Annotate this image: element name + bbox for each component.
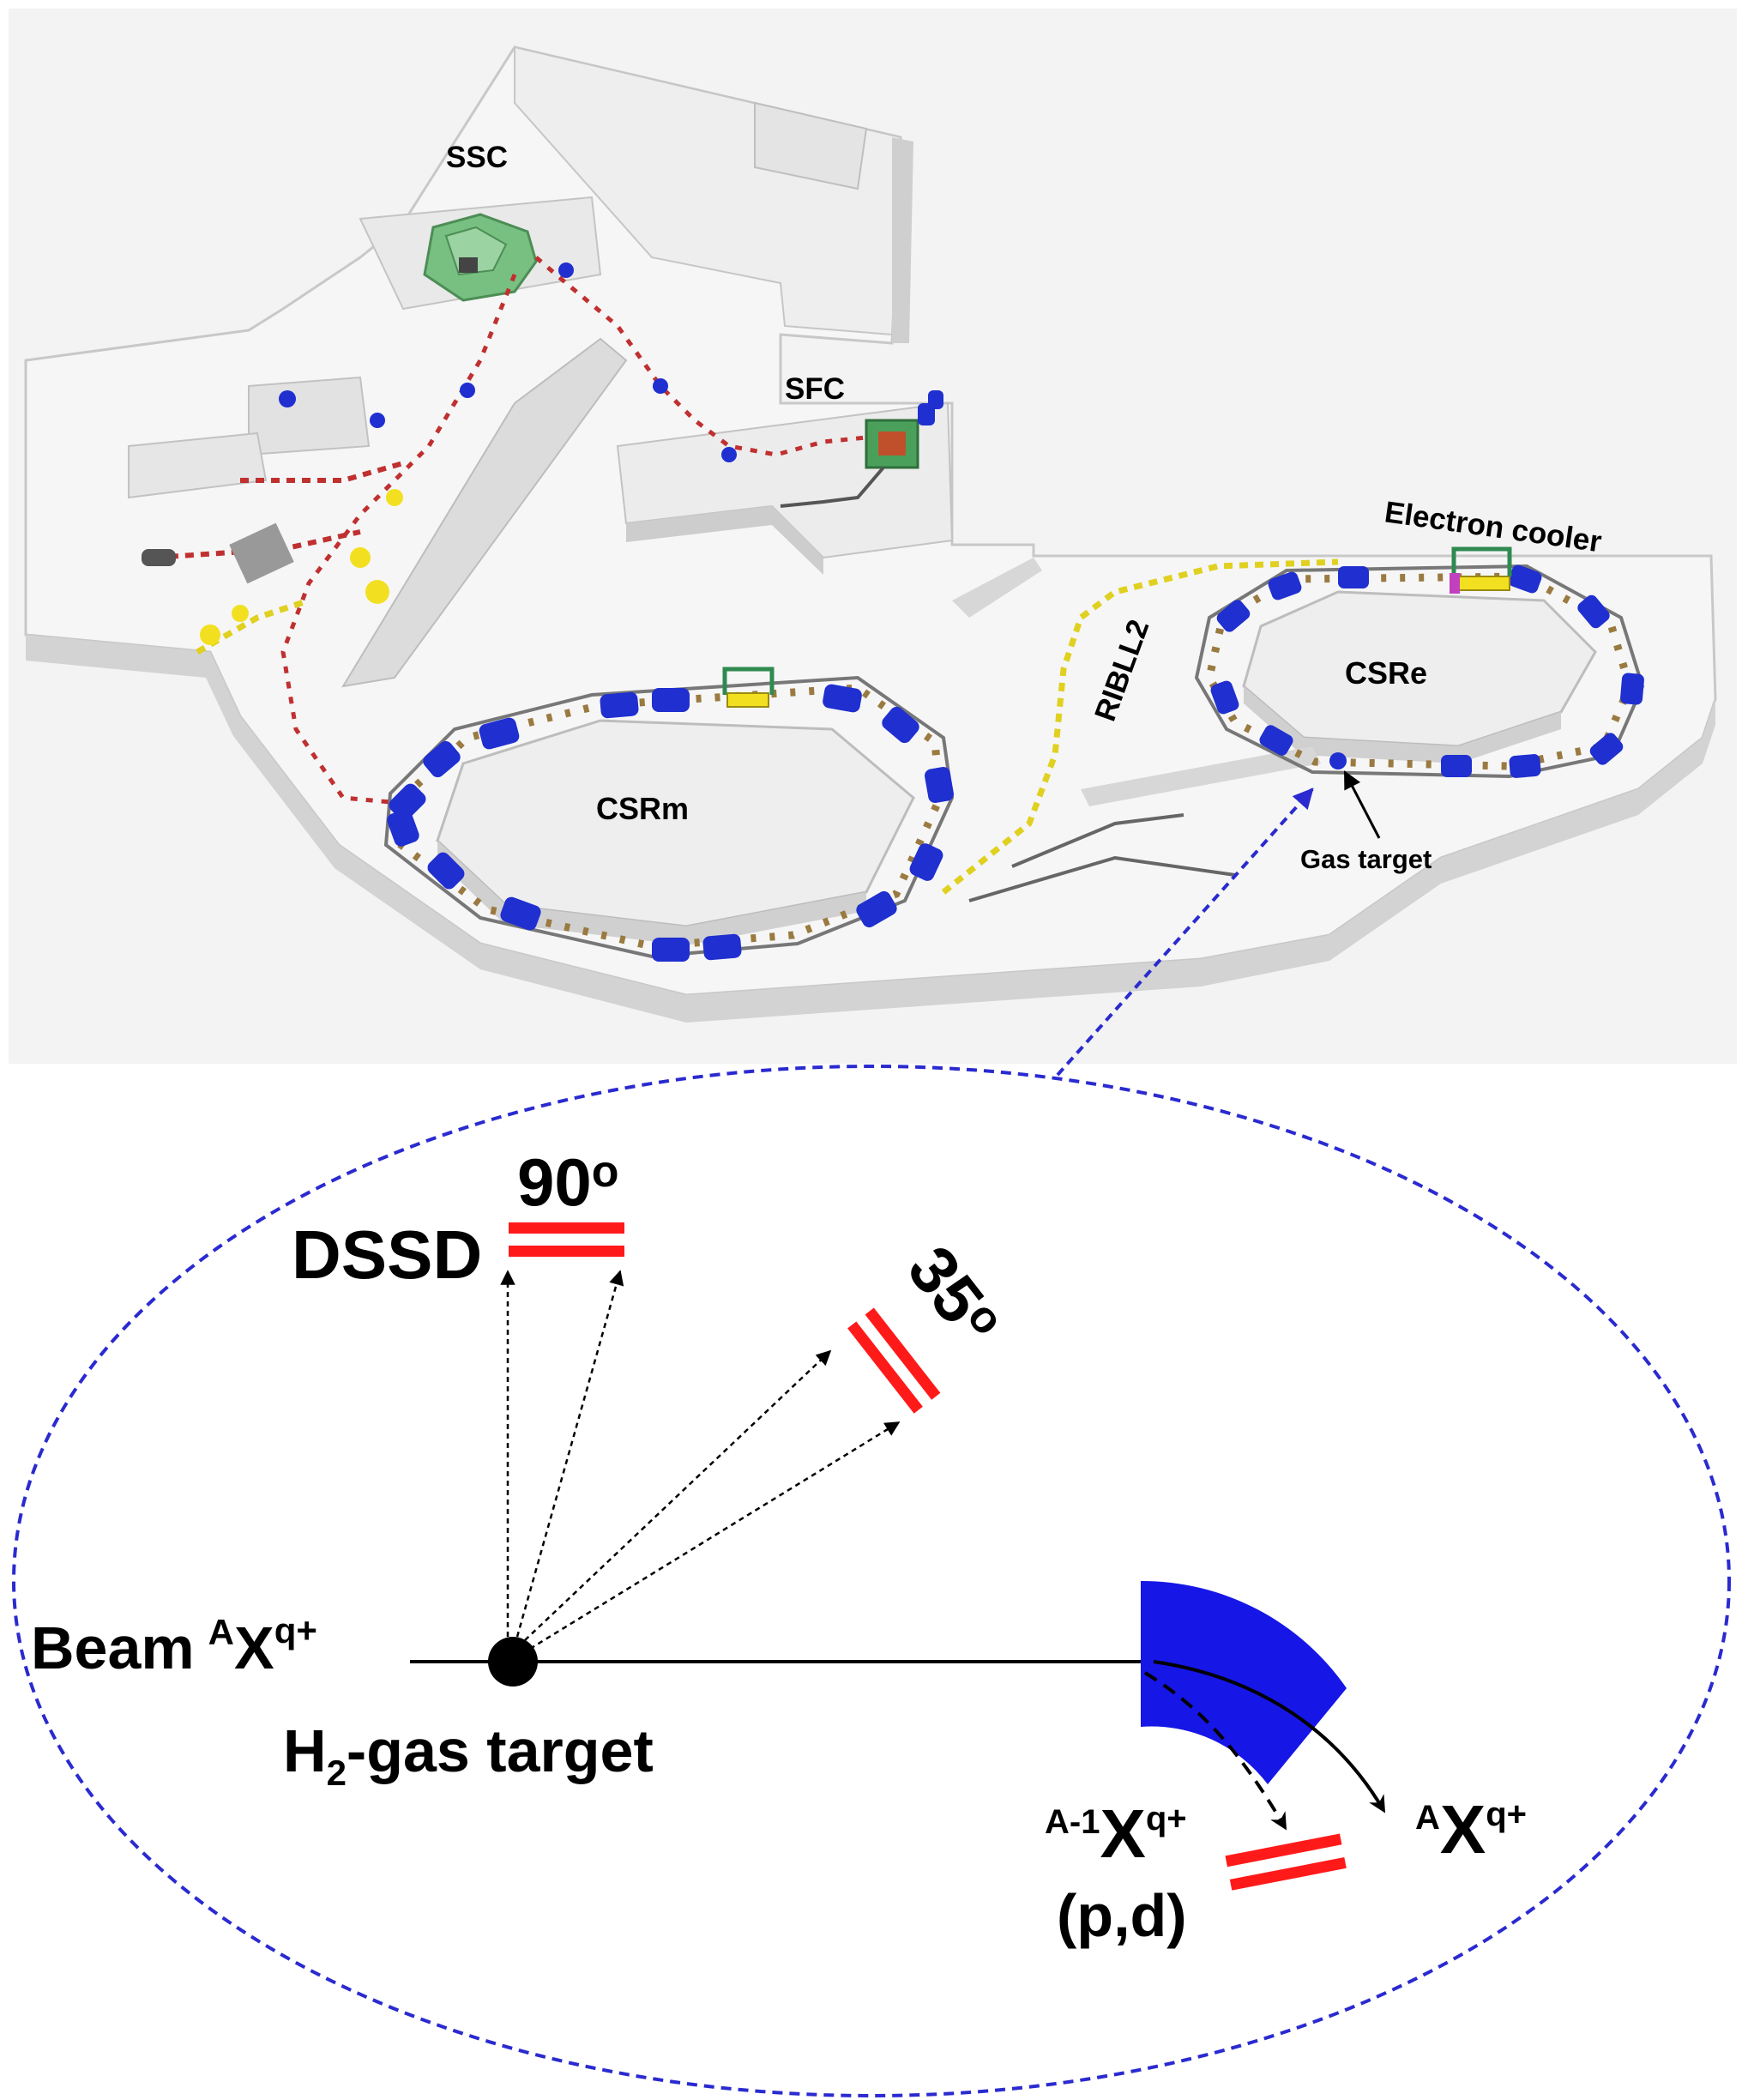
dssd-forward	[1225, 1833, 1347, 1891]
label-pd-reaction: (p,d)	[1057, 1882, 1187, 1949]
label-beam-ion-out: AXq+	[1415, 1791, 1527, 1868]
dssd-90	[509, 1222, 624, 1257]
sfc-cyclotron	[865, 390, 943, 469]
ssc-cyclotron	[423, 213, 538, 302]
left-room-2	[128, 431, 268, 499]
label-sfc: SFC	[785, 372, 845, 406]
csre-island-side	[1244, 686, 1561, 763]
corridor-wall	[341, 337, 628, 688]
label-angle-35: 35o	[894, 1232, 1016, 1359]
transfer-beamlines	[142, 256, 1339, 902]
label-dssd: DSSD	[292, 1216, 482, 1293]
gas-target-pointer	[1343, 770, 1381, 839]
zoom-connector	[1056, 788, 1314, 1077]
csrm-island-side	[437, 841, 866, 945]
ribll2-wall	[952, 558, 1042, 618]
sfc-room-side	[626, 506, 823, 575]
small-room	[754, 101, 868, 190]
label-csrm: CSRm	[596, 791, 689, 826]
zoom-ellipse	[12, 1065, 1731, 2097]
dipole-magnet	[1141, 1580, 1347, 1784]
csrm-ring	[383, 667, 955, 962]
csre-ring	[1194, 546, 1645, 779]
facility-rendering: SSC SFC Electron cooler CSRe CSRm RIBLL2…	[9, 9, 1737, 1064]
left-room-1	[248, 376, 371, 456]
gas-target-dot	[488, 1637, 538, 1687]
lower-right-wall	[1081, 746, 1321, 806]
upper-wing-side	[892, 137, 913, 343]
label-gas-target: Gas target	[1300, 844, 1432, 874]
label-ssc: SSC	[446, 141, 508, 174]
label-h2-gas-target: H2-gas target	[283, 1717, 654, 1793]
label-product-ion: A-1Xq+	[1045, 1795, 1187, 1872]
dssd-35	[847, 1307, 941, 1414]
main-beam-trajectory	[1153, 1660, 1386, 1813]
deuteron-trajectory	[1143, 1671, 1287, 1831]
building-wall-side	[26, 635, 1715, 1023]
label-csre: CSRe	[1345, 655, 1427, 691]
particle-paths	[500, 1270, 901, 1650]
label-angle-90: 90o	[517, 1144, 619, 1220]
